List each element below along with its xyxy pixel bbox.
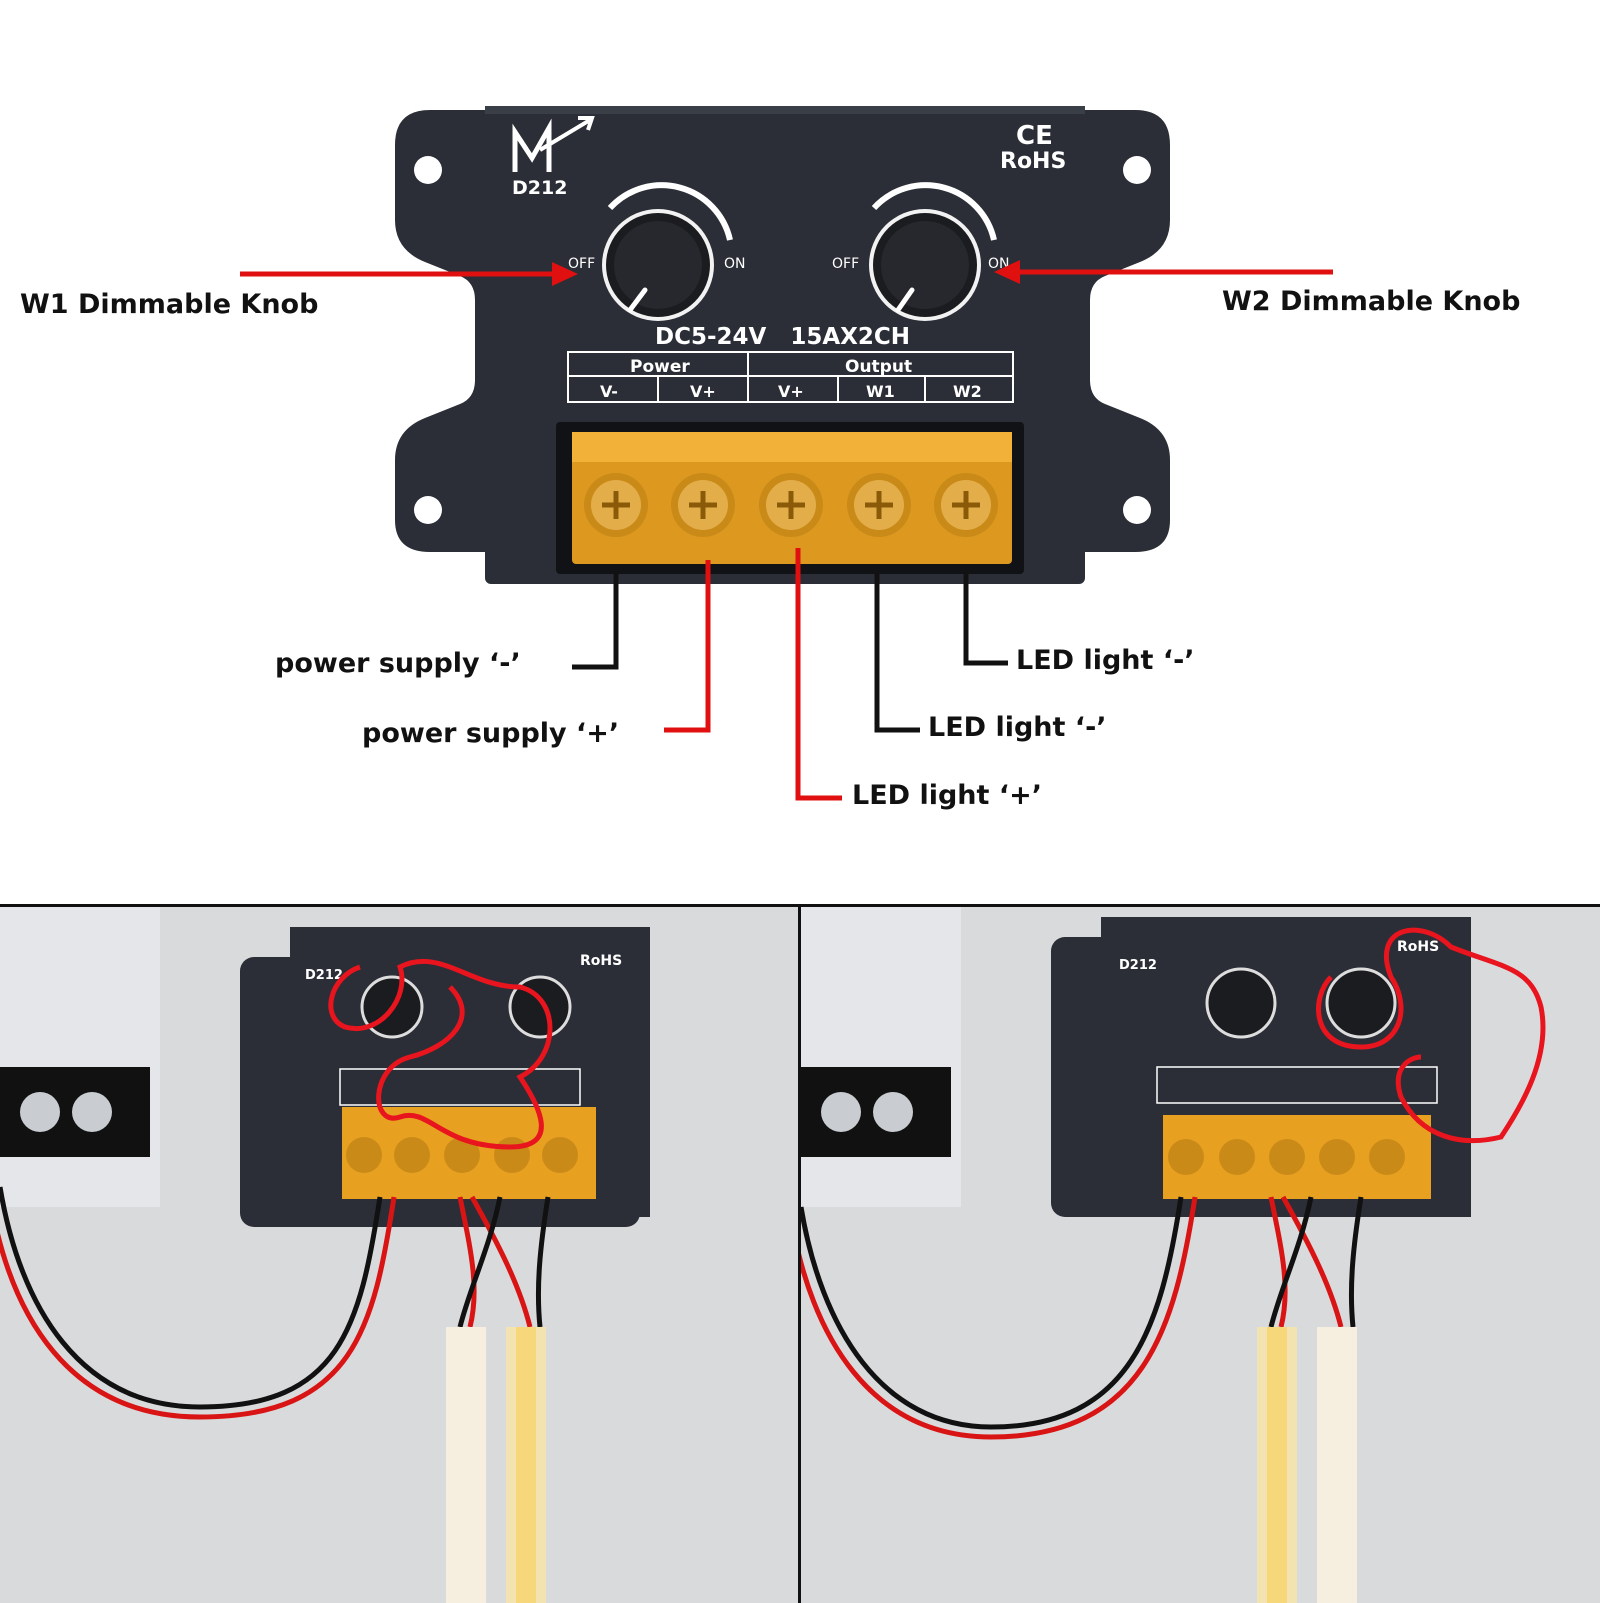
knob-w2[interactable] <box>869 182 997 321</box>
callout-led-plus: LED light ‘+’ <box>852 780 1042 811</box>
ce-mark: CE <box>1016 121 1053 151</box>
terminal-v-minus: V- <box>600 382 618 401</box>
mounting-ear-left <box>395 110 485 552</box>
photo-w1-illustration: D212 RoHS <box>0 907 798 1603</box>
terminal-v-plus-output: V+ <box>778 382 804 401</box>
callout-led-minus-w2: LED light ‘-’ <box>1016 645 1195 676</box>
rohs-mark: RoHS <box>1000 149 1066 174</box>
model-label: D212 <box>512 177 567 199</box>
callout-w1-knob: W1 Dimmable Knob <box>20 289 319 320</box>
terminal-v-plus-power: V+ <box>690 382 716 401</box>
group-output: Output <box>845 357 912 377</box>
knob-w1[interactable] <box>602 182 733 321</box>
knob-w1-on: ON <box>724 256 746 272</box>
arrow-w2-knob <box>994 260 1333 284</box>
photo-w1-annotation <box>328 959 553 1150</box>
photo-w2-annotation <box>1316 927 1546 1144</box>
photo-w2-illustration: D212 RoHS <box>801 907 1600 1603</box>
photo-panel-w2: D212 RoHS <box>801 904 1600 1603</box>
leader-led-minus-w2 <box>963 572 1008 666</box>
group-power: Power <box>630 357 690 377</box>
terminal-w1: W1 <box>866 382 895 401</box>
callout-led-minus-w1: LED light ‘-’ <box>928 712 1107 743</box>
knob-w2-off: OFF <box>832 256 859 272</box>
leader-power-minus <box>572 572 619 670</box>
photo-panel-w1: D212 RoHS <box>0 904 801 1603</box>
terminal-table <box>567 351 1014 403</box>
photo-w2-rohs: RoHS <box>1397 939 1439 955</box>
knob-w1-off: OFF <box>568 256 595 272</box>
callout-w2-knob: W2 Dimmable Knob <box>1222 286 1521 317</box>
leader-led-plus <box>795 548 842 801</box>
mounting-ear-right <box>1080 110 1170 552</box>
callout-power-plus: power supply ‘+’ <box>362 718 620 749</box>
photo-w2-model: D212 <box>1119 958 1157 973</box>
photo-w1-model: D212 <box>305 968 343 983</box>
rating-label: DC5-24V 15AX2CH <box>655 324 910 350</box>
leader-power-plus <box>664 560 711 733</box>
photo-w1-rohs: RoHS <box>580 953 622 969</box>
terminal-screws <box>584 473 998 537</box>
terminal-w2: W2 <box>953 382 982 401</box>
callout-power-minus: power supply ‘-’ <box>275 648 521 679</box>
device-diagram: D212 CE RoHS OFF ON OFF ON DC5-24V 15AX2… <box>240 106 1333 801</box>
leader-led-minus-w1 <box>874 572 920 733</box>
arrow-w1-knob <box>240 262 578 286</box>
brand-logo <box>512 116 595 172</box>
